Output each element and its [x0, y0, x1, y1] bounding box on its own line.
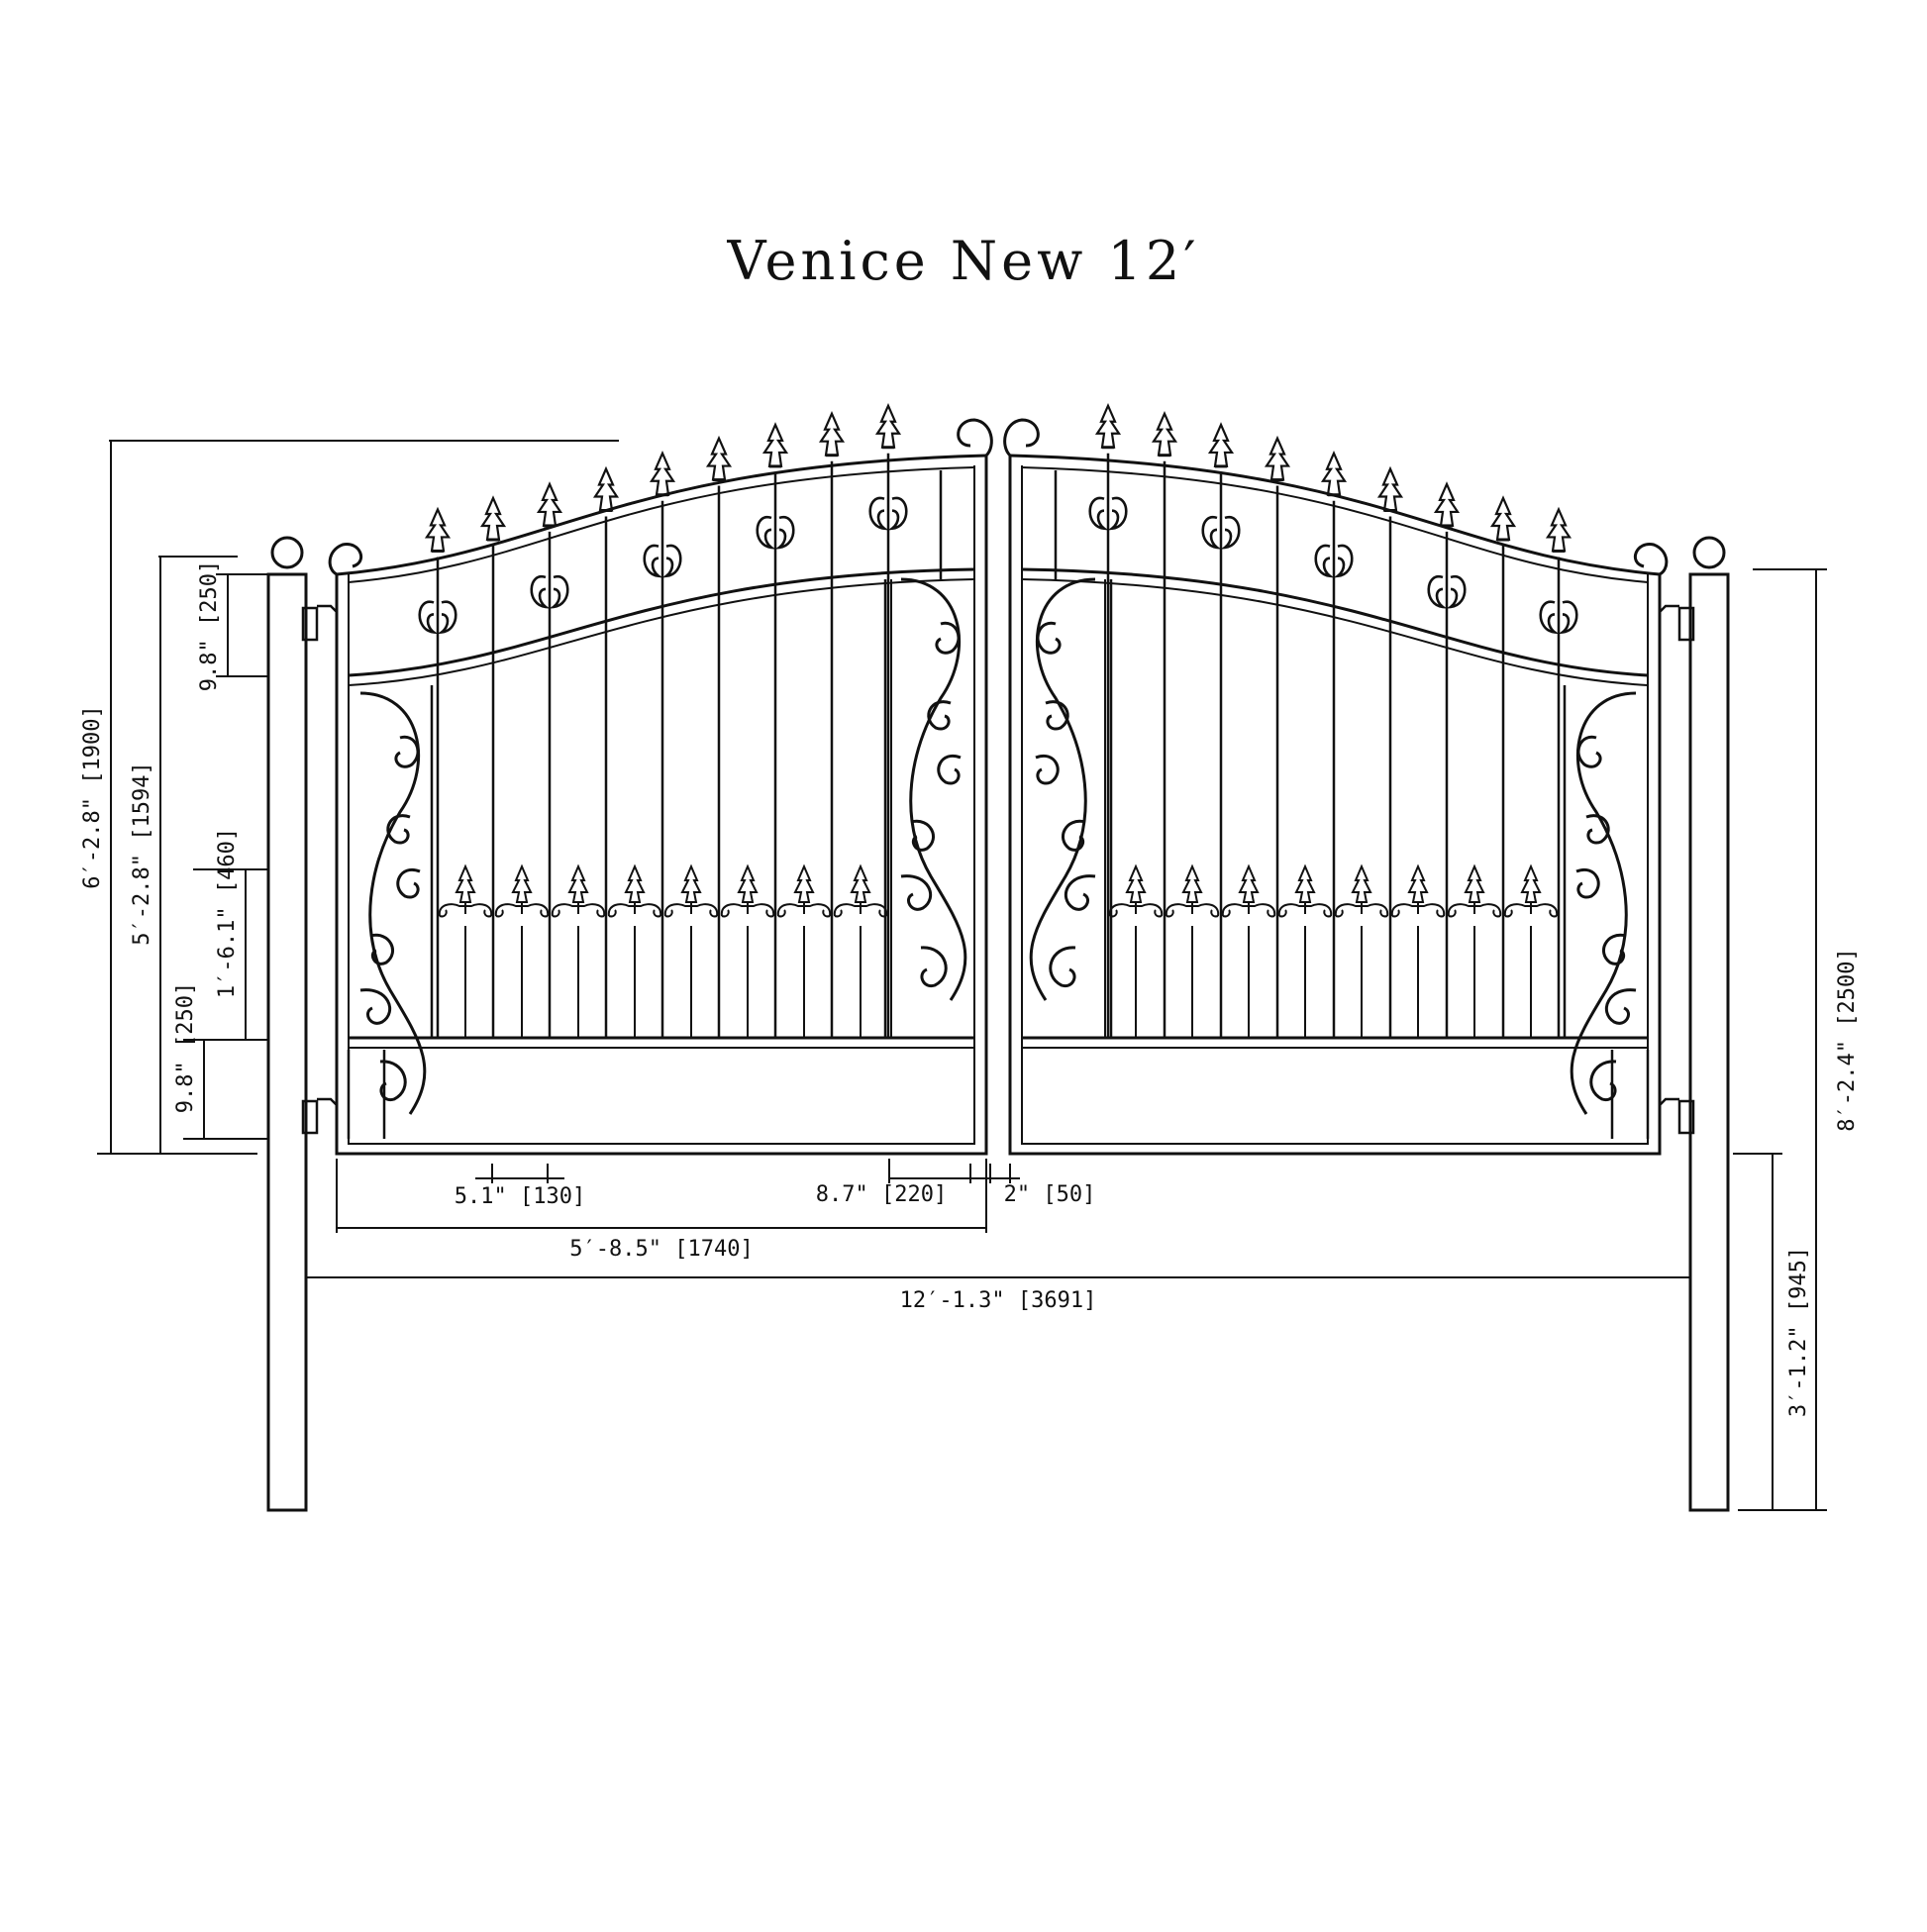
- dim-center-gap: 2" [50]: [1004, 1182, 1096, 1207]
- dim-post-in-ground: 3′-1.2" [945]: [1786, 1247, 1811, 1417]
- left-gate-leaf: [328, 404, 993, 1156]
- lower-spike-icon: [1334, 865, 1389, 918]
- dim-gate-height: 5′-2.8" [1594]: [130, 762, 154, 945]
- dim-lower-section: 1′-6.1" [460]: [215, 828, 240, 998]
- lower-spike-icon: [1503, 865, 1559, 918]
- dim-post-height: 8′-2.4" [2500]: [1835, 948, 1860, 1131]
- finial-icon: [1208, 423, 1234, 468]
- finial-icon: [593, 467, 619, 513]
- right-post: [1659, 536, 1730, 1512]
- lower-spike-icon: [776, 865, 832, 918]
- lower-spike-icon: [1390, 865, 1446, 918]
- finial-icon: [1265, 437, 1290, 482]
- lower-spike-icon: [607, 865, 662, 918]
- finial-icon: [425, 507, 451, 553]
- finial-icon: [762, 423, 788, 468]
- lower-spike-icon: [1277, 865, 1333, 918]
- finial-icon: [1546, 507, 1572, 553]
- lower-spike-icon: [438, 865, 493, 918]
- finial-icon: [480, 496, 506, 542]
- dim-overall-height: 6′-2.8" [1900]: [80, 705, 105, 888]
- finial-icon: [706, 437, 732, 482]
- dim-picket-spacing: 5.1" [130]: [455, 1184, 585, 1209]
- lower-spike-icon: [1108, 865, 1164, 918]
- dim-top-hinge-gap: 9.8" [250]: [197, 560, 222, 691]
- dim-bottom-hinge-gap: 9.8" [250]: [173, 982, 198, 1113]
- left-post: [266, 536, 338, 1512]
- lower-spike-icon: [663, 865, 719, 918]
- finial-icon: [819, 412, 845, 458]
- finial-icon: [537, 482, 562, 528]
- lower-spike-icon: [494, 865, 550, 918]
- lower-spike-icon: [720, 865, 775, 918]
- dimension-lines: [97, 440, 1827, 1511]
- finial-icon: [1377, 467, 1403, 513]
- finial-icon: [650, 452, 675, 497]
- finial-icon: [875, 404, 901, 450]
- lower-spike-icon: [1447, 865, 1502, 918]
- finial-icon: [1095, 404, 1121, 450]
- finial-icon: [1434, 482, 1460, 528]
- finial-icon: [1152, 412, 1177, 458]
- dimension-labels: 6′-2.8" [1900] 5′-2.8" [1594] 9.8" [250]…: [80, 560, 1860, 1417]
- lower-spike-icon: [1221, 865, 1276, 918]
- lower-spike-icon: [551, 865, 606, 918]
- lower-spike-icon: [1165, 865, 1220, 918]
- right-gate-leaf: [1003, 404, 1669, 1156]
- dim-post-spacing: 12′-1.3" [3691]: [900, 1288, 1097, 1313]
- finial-icon: [1321, 452, 1347, 497]
- lower-spike-icon: [833, 865, 888, 918]
- finial-icon: [1490, 496, 1516, 542]
- drawing-title: Venice New 12′: [727, 230, 1200, 292]
- dim-leaf-width: 5′-8.5" [1740]: [569, 1237, 753, 1262]
- dim-scroll-width: 8.7" [220]: [816, 1182, 947, 1207]
